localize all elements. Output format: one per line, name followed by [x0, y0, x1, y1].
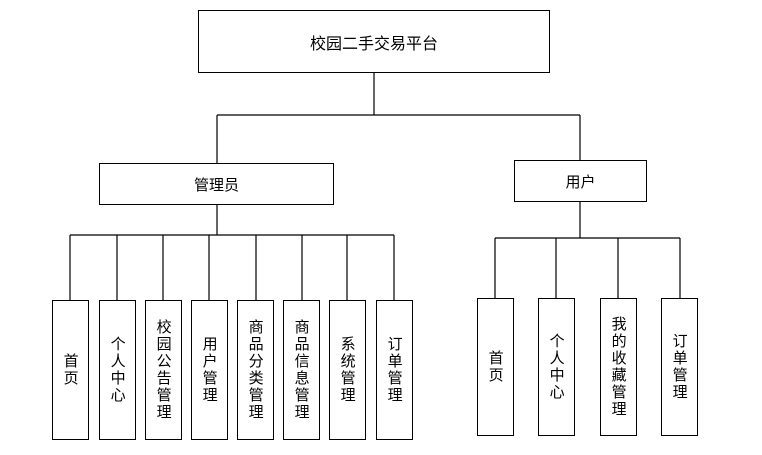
admin-leaf-category-manage: 商品分类管理 [237, 300, 274, 440]
leaf-label: 我的收藏管理 [609, 316, 628, 418]
admin-leaf-personal-center: 个人中心 [99, 300, 136, 440]
leaf-label: 商品信息管理 [292, 319, 311, 421]
admin-leaf-order-manage: 订单管理 [376, 300, 413, 440]
leaf-label: 订单管理 [385, 336, 404, 404]
leaf-label: 个人中心 [547, 333, 566, 401]
admin-leaf-home: 首页 [52, 300, 89, 440]
admin-label: 管理员 [193, 175, 239, 194]
user-leaf-order-manage: 订单管理 [661, 298, 698, 436]
admin-leaf-goods-info-manage: 商品信息管理 [283, 300, 320, 440]
leaf-label: 商品分类管理 [246, 319, 265, 421]
leaf-label: 个人中心 [108, 336, 127, 404]
leaf-label: 校园公告管理 [154, 319, 173, 421]
root-label: 校园二手交易平台 [309, 33, 438, 53]
admin-leaf-user-manage: 用户管理 [191, 300, 228, 440]
admin-leaf-system-manage: 系统管理 [329, 300, 366, 440]
leaf-label: 用户管理 [200, 336, 219, 404]
user-leaf-favorites-manage: 我的收藏管理 [600, 298, 637, 436]
user-label: 用户 [565, 172, 596, 191]
leaf-label: 订单管理 [670, 333, 689, 401]
admin-node: 管理员 [99, 163, 334, 205]
root-node: 校园二手交易平台 [198, 10, 550, 73]
user-leaf-personal-center: 个人中心 [538, 298, 575, 436]
user-leaf-home: 首页 [477, 298, 514, 436]
leaf-label: 系统管理 [338, 336, 357, 404]
user-node: 用户 [514, 160, 647, 202]
admin-leaf-campus-notice: 校园公告管理 [145, 300, 182, 440]
leaf-label: 首页 [61, 353, 80, 387]
leaf-label: 首页 [486, 350, 505, 384]
